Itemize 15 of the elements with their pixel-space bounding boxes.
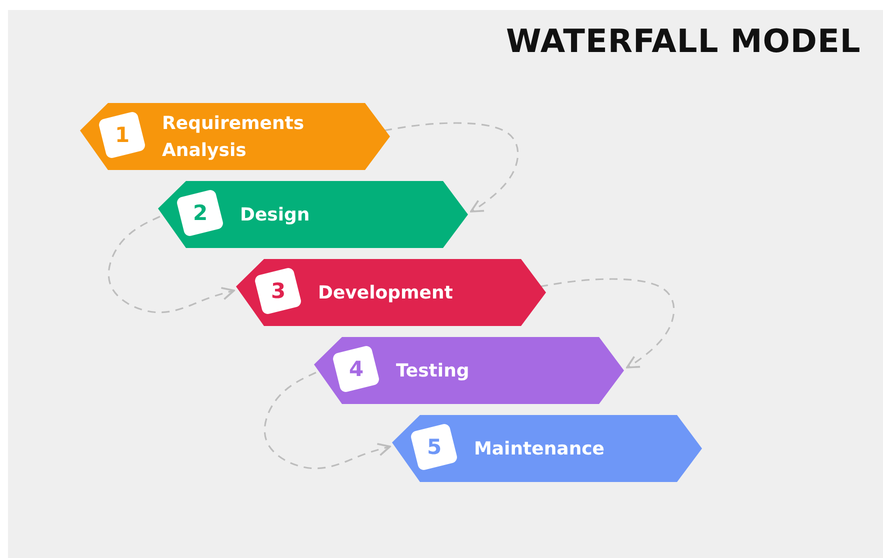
step-label: Maintenance <box>474 437 606 461</box>
step-banner <box>314 337 624 404</box>
step-label: Development <box>318 281 454 305</box>
step-banner <box>392 415 702 482</box>
step-label: Requirements Analysis <box>162 112 306 162</box>
step-banner <box>158 181 468 248</box>
dashed-arrow <box>264 372 391 470</box>
step-label: Testing <box>396 359 470 383</box>
step-banner <box>236 259 546 326</box>
diagram-title: WATERFALL MODEL <box>506 22 861 60</box>
dashed-arrow <box>384 122 519 212</box>
dashed-arrow <box>108 216 235 314</box>
step-label: Design <box>240 203 311 227</box>
step-banner <box>80 103 390 170</box>
dashed-arrow <box>540 278 675 368</box>
